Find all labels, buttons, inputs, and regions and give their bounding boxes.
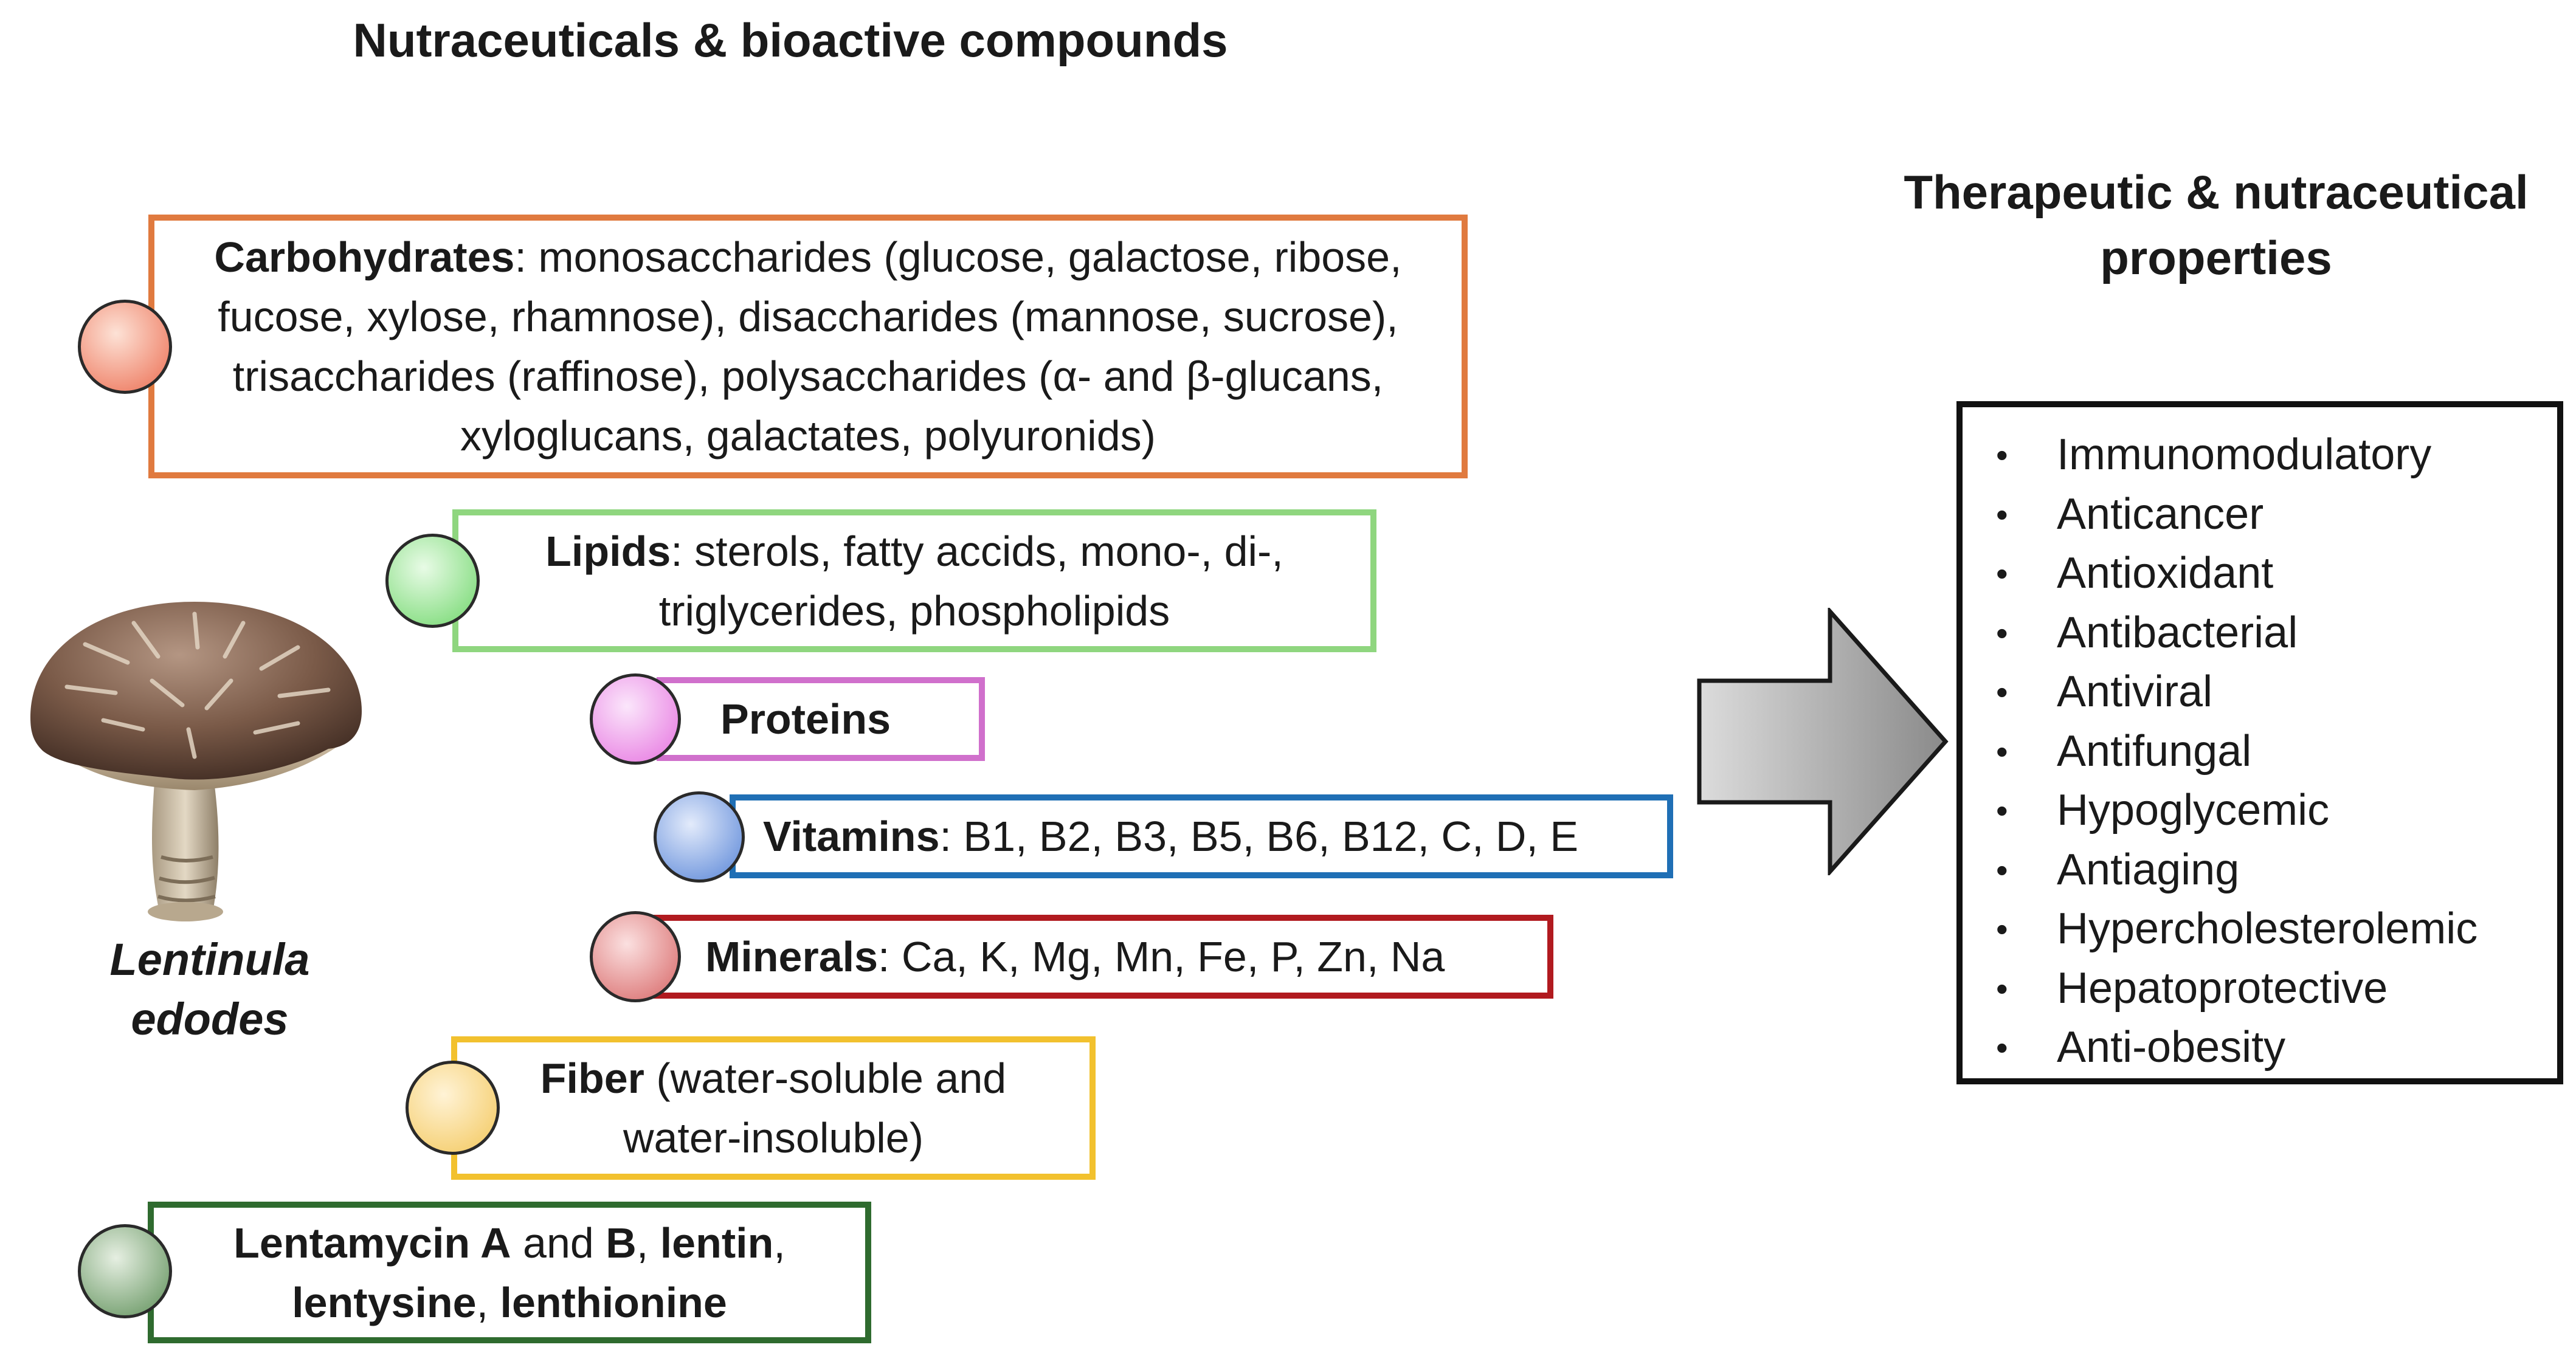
proteins-box: Proteins [657, 677, 985, 761]
properties-list: ImmunomodulatoryAnticancerAntioxidantAnt… [1975, 425, 2545, 1078]
lentamycin-b: B [606, 1219, 637, 1267]
vitamins-box: Vitamins: B1, B2, B3, B5, B6, B12, C, D,… [730, 794, 1673, 878]
mushroom-illustration [30, 602, 362, 921]
carbohydrates-box: Carbohydrates: monosaccharides (glucose,… [148, 215, 1468, 478]
fiber-label: Fiber [540, 1055, 644, 1102]
lentamycin-marker [78, 1224, 172, 1318]
vitamins-text: Vitamins: B1, B2, B3, B5, B6, B12, C, D,… [763, 807, 1578, 866]
lentamycin-a: Lentamycin A [233, 1219, 511, 1267]
compounds-heading: Nutraceuticals & bioactive compounds [353, 13, 1228, 67]
lentamycin-and: and [511, 1219, 606, 1267]
species-genus: Lentinula [109, 934, 310, 985]
fiber-detail: (water-soluble and water-insoluble) [623, 1055, 1007, 1162]
proteins-marker [590, 673, 681, 765]
property-item: Antiaging [1975, 841, 2545, 900]
property-item: Anticancer [1975, 485, 2545, 545]
fiber-box: Fiber (water-soluble and water-insoluble… [451, 1036, 1096, 1180]
fiber-text: Fiber (water-soluble and water-insoluble… [475, 1048, 1071, 1168]
minerals-label: Minerals [705, 933, 878, 980]
vitamins-marker [654, 791, 745, 883]
lentamycin-sep-2: , [773, 1219, 786, 1267]
minerals-box: Minerals: Ca, K, Mg, Mn, Fe, P, Zn, Na [651, 915, 1553, 999]
property-item: Anti-obesity [1975, 1018, 2545, 1078]
lentamycin-box: Lentamycin A and B, lentin, lentysine, l… [148, 1202, 871, 1343]
lipids-text: Lipids: sterols, fatty accids, mono-, di… [477, 522, 1352, 641]
property-item: Antifungal [1975, 722, 2545, 782]
species-epithet: edodes [131, 994, 289, 1044]
property-item: Antibacterial [1975, 604, 2545, 663]
carbohydrates-marker [78, 300, 172, 394]
lentamycin-sep-1: , [636, 1219, 660, 1267]
minerals-marker [590, 911, 681, 1002]
lipids-box: Lipids: sterols, fatty accids, mono-, di… [452, 509, 1376, 652]
carbohydrates-text: Carbohydrates: monosaccharides (glucose,… [173, 227, 1443, 466]
property-item: Immunomodulatory [1975, 425, 2545, 485]
lipids-detail: : sterols, fatty accids, mono-, di-, tri… [658, 527, 1283, 635]
species-name: Lentinula edodes [70, 930, 350, 1049]
property-item: Antioxidant [1975, 544, 2545, 604]
lentysine: lentysine [292, 1278, 477, 1326]
lenthionine: lenthionine [500, 1278, 727, 1326]
properties-heading: Therapeutic & nutraceutical properties [1904, 165, 2529, 284]
fiber-marker [406, 1061, 500, 1155]
carbohydrates-detail: : monosaccharides (glucose, galactose, r… [218, 233, 1402, 460]
property-item: Hypercholesterolemic [1975, 900, 2545, 959]
proteins-label: Proteins [720, 695, 891, 743]
vitamins-label: Vitamins [763, 813, 940, 860]
right-arrow-icon [1697, 608, 1949, 875]
lentamycin-text: Lentamycin A and B, lentin, lentysine, l… [166, 1213, 853, 1332]
lentamycin-sep-3: , [476, 1278, 500, 1326]
minerals-text: Minerals: Ca, K, Mg, Mn, Fe, P, Zn, Na [705, 927, 1445, 986]
minerals-detail: : Ca, K, Mg, Mn, Fe, P, Zn, Na [878, 933, 1445, 980]
property-item: Hepatoprotective [1975, 959, 2545, 1019]
lentin: lentin [660, 1219, 774, 1267]
property-item: Antiviral [1975, 663, 2545, 722]
properties-box: ImmunomodulatoryAnticancerAntioxidantAnt… [1956, 401, 2563, 1084]
lipids-label: Lipids [545, 527, 671, 575]
carbohydrates-label: Carbohydrates [214, 233, 515, 281]
lipids-marker [385, 534, 480, 628]
property-item: Hypoglycemic [1975, 781, 2545, 841]
vitamins-detail: : B1, B2, B3, B5, B6, B12, C, D, E [939, 813, 1579, 860]
